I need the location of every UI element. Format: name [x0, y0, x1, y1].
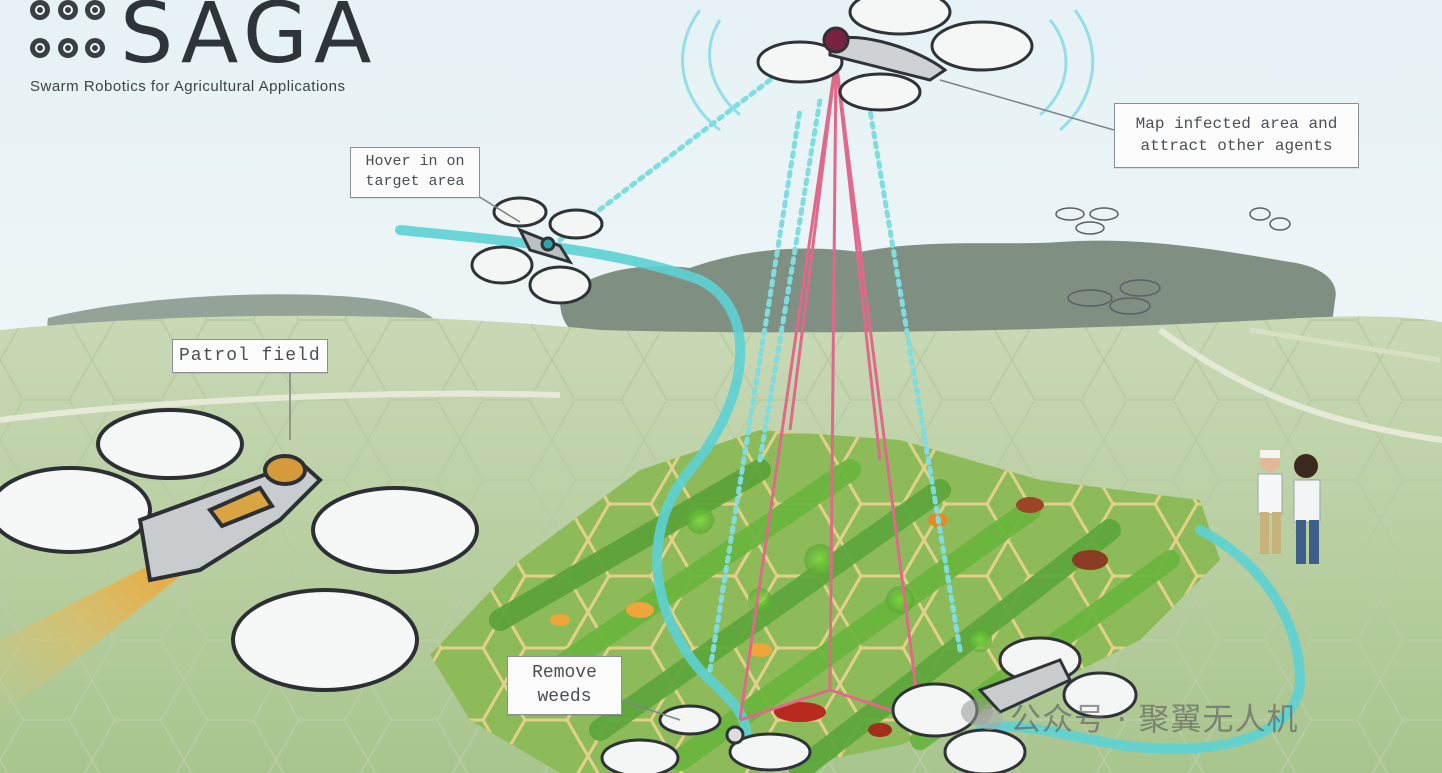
- ground-drone: [891, 636, 1138, 773]
- callout-patrol: Patrol field: [172, 339, 328, 374]
- callout-hover-line-1: Hover in on: [365, 153, 465, 170]
- callout-map-line-2: attract other agents: [1140, 136, 1333, 155]
- callout-pointers: [289, 79, 1115, 721]
- farmers: [1257, 450, 1321, 564]
- watermark: 公众号 · 聚翼无人机: [1010, 702, 1299, 738]
- logo-title: SAGA: [120, 0, 378, 82]
- signal-waves: [681, 9, 1095, 132]
- wechat-icon: [961, 699, 1003, 730]
- callout-hover: Hover in on target area: [350, 147, 480, 198]
- patrol-drone: [0, 408, 479, 692]
- callout-weeds-line-1: Remove: [532, 663, 597, 683]
- callout-weeds-line-2: weeds: [537, 687, 592, 708]
- logo-mark: [30, 0, 110, 68]
- hover-drone: [470, 196, 604, 305]
- callout-remove-weeds: Remove weeds: [507, 656, 622, 715]
- logo-subtitle: Swarm Robotics for Agricultural Applicat…: [30, 78, 346, 95]
- flight-path-right: [975, 525, 1306, 754]
- callout-map-line-1: Map infected area and: [1135, 115, 1338, 133]
- mapping-drone: [756, 0, 1034, 112]
- weeding-drone: [600, 704, 812, 773]
- callout-map-infected: Map infected area and attract other agen…: [1114, 103, 1359, 169]
- distant-drones: [1055, 207, 1291, 315]
- target-lines: [738, 59, 922, 722]
- flight-path-hover: [395, 225, 752, 765]
- saga-logo: SAGA Swarm Robotics for Agricultural App…: [30, 0, 430, 100]
- callout-hover-line-2: target area: [365, 173, 465, 191]
